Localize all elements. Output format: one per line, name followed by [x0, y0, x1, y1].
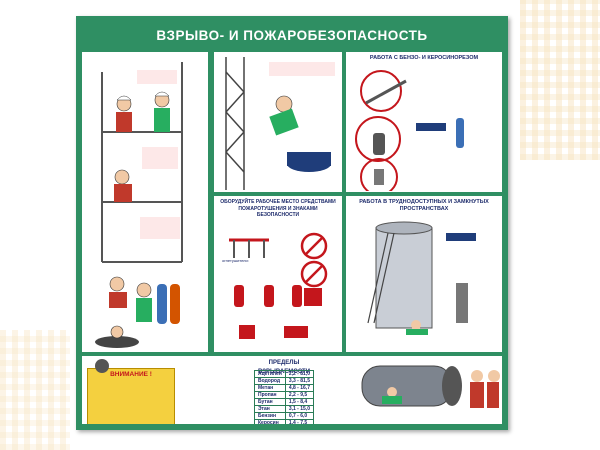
torch-cutting-panel: РАБОТА С БЕНЗО- И КЕРОСИНОРЕЗОМ: [346, 52, 502, 192]
fire-equipment-illustration: [229, 232, 328, 339]
confined-spaces-panel: РАБОТА В ТРУДНОДОСТУПНЫХ И ЗАМКНУТЫХ ПРО…: [346, 196, 502, 352]
torch-cutting-title: РАБОТА С БЕНЗО- И КЕРОСИНОРЕЗОМ: [369, 55, 479, 61]
background-pattern-top-right: [520, 0, 600, 160]
extinguishers-label: огнетушители:: [222, 258, 249, 263]
gas-range: 1,4 - 7,5: [284, 419, 314, 424]
safety-poster: ВЗРЫВО- И ПОЖАРОБЕЗОПАСНОСТЬ: [76, 16, 508, 430]
welding-at-height-illustration: [95, 62, 183, 348]
explosion-limits-panel: ПРЕДЕЛЫ ВЗРЫВАЕМОСТИ Ацетилен 2,2 - 81,0…: [82, 356, 502, 424]
confined-spaces-illustration: [367, 221, 476, 335]
pipe-illustration: [95, 359, 500, 408]
fire-equipment-panel: ОБОРУДУЙТЕ РАБОЧЕЕ МЕСТО СРЕДСТВАМИ ПОЖА…: [214, 196, 342, 352]
attention-title: ВНИМАНИЕ !: [110, 371, 152, 378]
tower-welding-panel: [214, 52, 342, 192]
fire-equipment-title: ОБОРУДУЙТЕ РАБОЧЕЕ МЕСТО СРЕДСТВАМИ ПОЖА…: [220, 199, 336, 218]
confined-spaces-title: РАБОТА В ТРУДНОДОСТУПНЫХ И ЗАМКНУТЫХ ПРО…: [359, 199, 489, 212]
welding-at-height-panel: [82, 52, 208, 352]
explosion-limits-table: Ацетилен 2,2 - 81,0 Водород 3,3 - 81,5 М…: [254, 370, 314, 424]
tower-welding-illustration: [225, 57, 335, 190]
attention-box: ВНИМАНИЕ !: [87, 368, 175, 424]
background-pattern-bottom-left: [0, 330, 70, 450]
torch-cutting-illustration: [355, 70, 464, 192]
poster-title: ВЗРЫВО- И ПОЖАРОБЕЗОПАСНОСТЬ: [156, 27, 428, 43]
